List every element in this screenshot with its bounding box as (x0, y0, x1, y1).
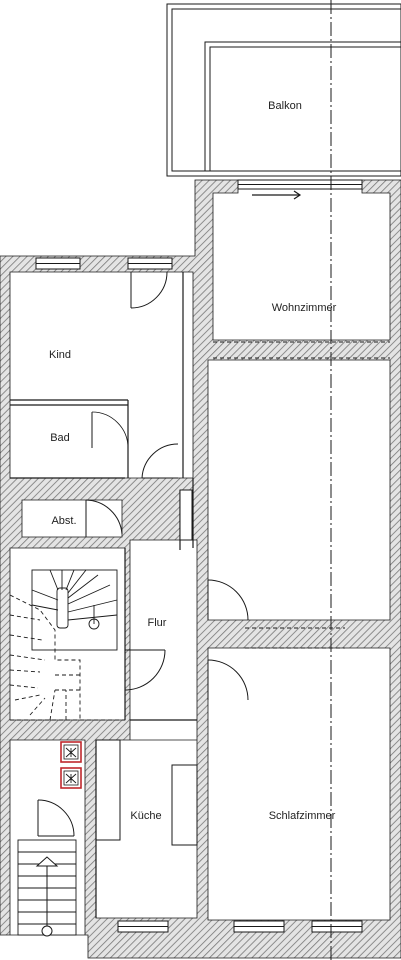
direction-arrow-icon (252, 190, 302, 200)
label-balkon: Balkon (268, 100, 302, 112)
kitchen-counters (95, 739, 198, 846)
doors (37, 271, 249, 837)
openings (10, 0, 390, 960)
label-bad: Bad (50, 432, 70, 444)
label-abst: Abst. (51, 515, 76, 527)
label-schlafzimmer: Schlafzimmer (269, 810, 336, 822)
label-kind: Kind (49, 349, 71, 361)
windows (35, 179, 363, 933)
room-labels: Balkon Wohnzimmer Kind Bad Abst. Flur Kü… (49, 100, 337, 822)
label-wohnzimmer: Wohnzimmer (272, 302, 337, 314)
label-kueche: Küche (130, 810, 161, 822)
label-flur: Flur (148, 617, 167, 629)
meter-icon (60, 741, 82, 789)
balcony (166, 3, 401, 177)
stair-up-arrow-icon (35, 856, 59, 937)
